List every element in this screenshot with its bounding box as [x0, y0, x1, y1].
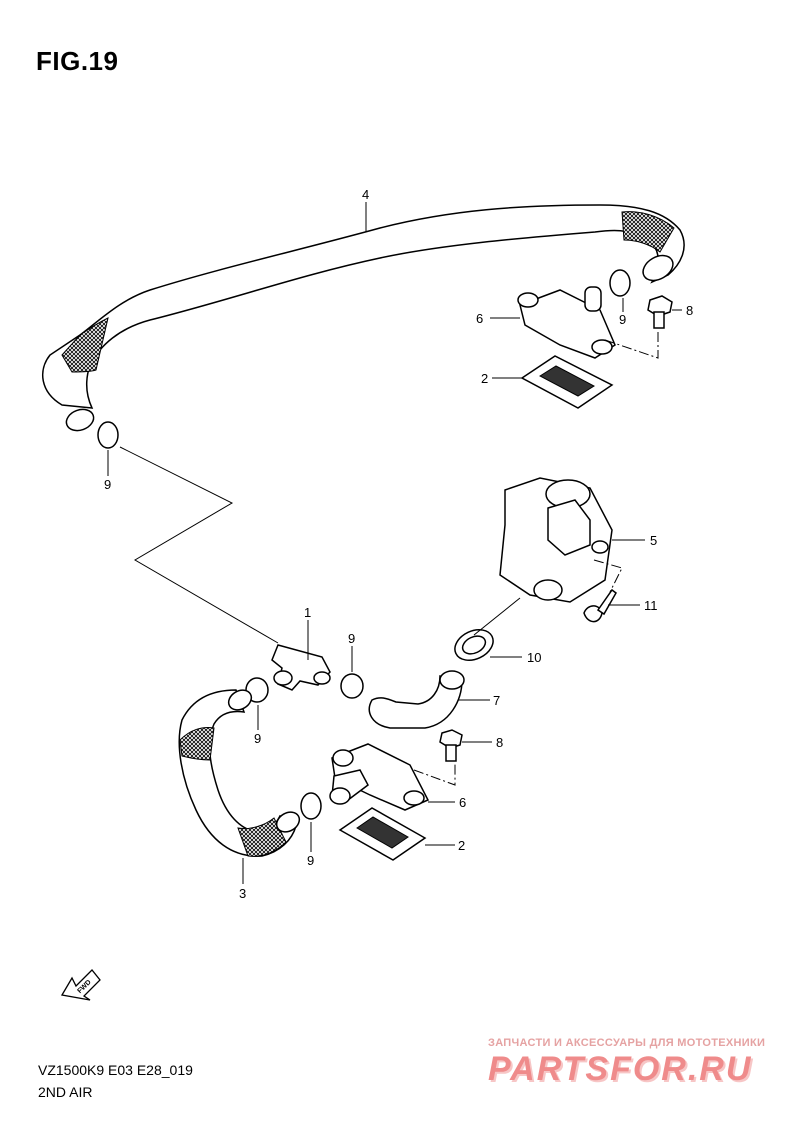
- bolt-8-bottom: [439, 729, 463, 762]
- callout-8-top: 8: [686, 303, 693, 318]
- hose-3: [178, 689, 301, 857]
- callout-11: 11: [644, 598, 658, 613]
- callout-8-bottom: 8: [496, 735, 503, 750]
- hose-4: [42, 204, 685, 432]
- watermark-logo: PARTSFOR.RU: [488, 1050, 753, 1088]
- callout-3: 3: [239, 886, 246, 901]
- callout-6-bottom: 6: [459, 795, 466, 810]
- clamp-10: [454, 629, 494, 661]
- figure-code: VZ1500K9 E03 E28_019: [38, 1062, 193, 1078]
- fwd-arrow-icon: FWD: [60, 969, 101, 1001]
- figure-subtitle: 2ND AIR: [38, 1084, 93, 1100]
- callout-5: 5: [650, 533, 657, 548]
- t-joint-1: [271, 644, 331, 691]
- gasket-2-top: [520, 355, 614, 409]
- reed-valve-cover-6-bottom: [329, 743, 430, 811]
- clamp-9-bottom: [300, 792, 322, 820]
- callout-7: 7: [493, 693, 500, 708]
- callout-1: 1: [304, 605, 311, 620]
- clamp-9-mid: [340, 673, 364, 699]
- watermark-tagline: ЗАПЧАСТИ И АКСЕССУАРЫ ДЛЯ МОТОТЕХНИКИ: [488, 1037, 766, 1049]
- callout-9-lower-left: 9: [254, 731, 261, 746]
- clamp-9-left: [97, 421, 119, 449]
- callout-9-bottom: 9: [307, 853, 314, 868]
- leader-lines: [107, 202, 682, 884]
- gasket-2-bottom: [338, 807, 427, 861]
- clamp-9-top-right: [609, 269, 631, 297]
- callout-2-bottom: 2: [458, 838, 465, 853]
- figure-title: FIG.19: [36, 46, 119, 76]
- bolt-8-top: [647, 295, 673, 329]
- screw-11: [583, 588, 617, 623]
- hose-7: [368, 670, 465, 729]
- callout-9-mid: 9: [348, 631, 355, 646]
- callout-9-left: 9: [104, 477, 111, 492]
- callout-6-top: 6: [476, 311, 483, 326]
- callout-9-top-right: 9: [619, 312, 626, 327]
- callout-10: 10: [527, 650, 541, 665]
- callout-2-top: 2: [481, 371, 488, 386]
- pair-valve-5: [499, 477, 613, 603]
- reed-valve-cover-6-top: [517, 286, 616, 359]
- callout-4: 4: [362, 187, 369, 202]
